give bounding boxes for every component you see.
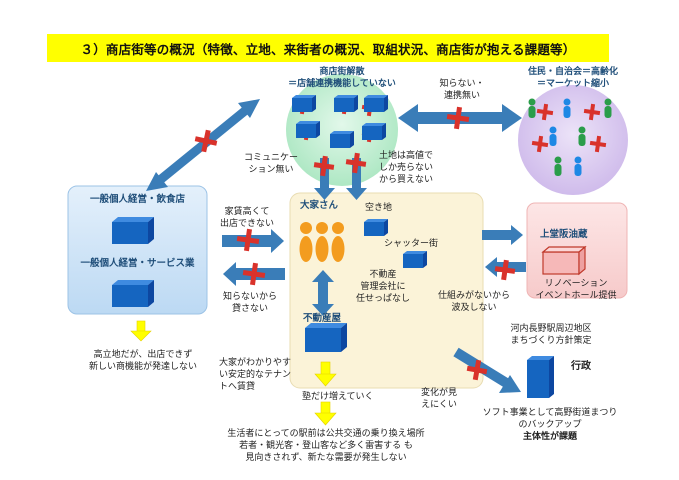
line: ＝店舗連携機能していない: [288, 79, 396, 89]
line: まちづくり方針策定: [510, 336, 592, 346]
jodo-desc: リノベーション イベントホール提供: [520, 278, 632, 302]
bottom-right-text: ソフト事業として高野街道まつり のバックアップ 主体性が課題: [466, 407, 634, 443]
akichi-label: 空き地: [365, 203, 393, 213]
bottom-left-text: 高立地だが、出店できず 新しい商機能が発達しない: [48, 349, 238, 373]
line: 若者・観光客・登山客など多く雷害する も: [239, 441, 413, 451]
shikumi-label: 仕組みがないから 波及しない: [429, 290, 519, 314]
line: 貸さない: [231, 304, 268, 314]
arrow-center-to-jodo: [482, 225, 523, 245]
line: 波及しない: [451, 303, 497, 313]
line: 新しい商機能が発達しない: [88, 362, 197, 372]
cube-icon: [305, 323, 347, 352]
arrow-oya-fudosan: [312, 270, 334, 316]
line: 見向きされず、新たな需要が発生しない: [245, 453, 407, 463]
line: い安定的なテナン: [219, 370, 292, 380]
tochi-label: 土地は高値で しか売らない から買えない: [367, 150, 445, 186]
line: 高立地だが、出店できず: [93, 350, 193, 360]
line: 任せっぱなし: [355, 294, 410, 304]
gyosei-label: 行政: [571, 361, 591, 372]
tenant-label: 大家がわかりやす い安定的なテナン トへ賃貸: [219, 357, 291, 393]
line: えにくい: [421, 400, 457, 410]
cube-icon: [364, 219, 388, 236]
oya-label: 大家さん: [300, 200, 339, 211]
line: リノベーション: [544, 279, 608, 289]
line: 河内長野駅周辺地区: [510, 324, 592, 334]
line: 不動産: [369, 270, 397, 280]
line: ション無い: [248, 165, 294, 175]
bottom-center-text: 生活者にとっての駅前は公共交通の乗り換え場所 若者・観光客・登山客など多く雷害す…: [192, 428, 460, 464]
line: 管理会社に: [360, 282, 406, 292]
line: トへ賃貸: [219, 382, 256, 392]
line: 連携無い: [443, 91, 480, 101]
cube-icon: [330, 131, 354, 148]
line: しか売らない: [378, 163, 433, 173]
kanri-label: 不動産 管理会社に 任せっぱなし: [348, 269, 418, 305]
down-arrow-center-2: [314, 401, 337, 426]
communication-label: コミュニケー ション無い: [238, 152, 304, 176]
henka-label: 変化が見 えにくい: [410, 387, 468, 411]
page-title: ３）商店街等の概況（特徴、立地、来街者の概況、取組状況、商店街が抱える課題等）: [47, 34, 609, 62]
cube-icon: [364, 95, 388, 112]
down-arrow-center: [314, 361, 337, 387]
line: ソフト事業として高野街道まつり: [482, 408, 618, 418]
shotengai-kaitai-label: 商店街解散 ＝店舗連携機能していない: [284, 66, 400, 90]
line: 主体性が課題: [522, 432, 577, 442]
down-arrow-left: [130, 320, 152, 342]
cube-icon: [527, 356, 554, 398]
line: のバックアップ: [518, 420, 582, 430]
cube-icon: [112, 217, 154, 244]
left-box-heading-2: 一般個人経営・サービス業: [80, 258, 195, 269]
people-icons: [528, 98, 612, 176]
line: 家賃高くて: [224, 207, 270, 217]
shiranai-kasanai-label: 知らないから 貸さない: [214, 291, 286, 315]
line: 知らないから: [222, 292, 277, 302]
line: コミュニケー: [243, 153, 298, 163]
left-box-heading-1: 一般個人経営・飲食店: [89, 194, 185, 205]
line: 変化が見: [420, 388, 457, 398]
line: 出店できない: [219, 219, 274, 229]
shiranai-renkei-label: 知らない・ 連携無い: [432, 78, 492, 102]
cube-icon: [334, 95, 358, 112]
cube-icon: [403, 251, 427, 268]
line: 大家がわかりやす: [219, 358, 292, 368]
arrow-jodo-to-center: [485, 257, 526, 277]
cube-icon: [362, 123, 386, 140]
cube-icons: [112, 95, 587, 398]
line: 生活者にとっての駅前は公共交通の乗り換え場所: [227, 429, 425, 439]
line: ＝マーケット縮小: [536, 79, 609, 89]
left-box: [67, 185, 208, 315]
shutter-label: シャッター街: [384, 239, 439, 249]
oya-people-icons: [299, 222, 345, 262]
cube-icon: [112, 280, 154, 307]
line: から買えない: [378, 175, 433, 185]
cube-icon: [541, 245, 587, 276]
juku-label: 塾だけ増えていく: [302, 392, 374, 402]
line: 土地は高値で: [378, 151, 433, 161]
line: 住民・自治会＝高齢化: [527, 67, 618, 77]
line: 仕組みがないから: [437, 291, 510, 301]
cube-icon: [292, 95, 316, 112]
yachin-label: 家賃高くて 出店できない: [214, 206, 280, 230]
fudosanya-label: 不動産屋: [303, 313, 342, 324]
line: 商店街解散: [319, 67, 365, 77]
jodo-label: 上堂阪油蔵: [540, 229, 588, 240]
line: 知らない・: [439, 79, 485, 89]
gyosei-plan: 河内長野駅周辺地区 まちづくり方針策定: [496, 323, 606, 347]
arrow-to-gyosei: [453, 347, 521, 393]
jumin-label: 住民・自治会＝高齢化 ＝マーケット縮小: [510, 66, 636, 90]
line: イベントホール提供: [535, 291, 617, 301]
cube-icon: [296, 121, 320, 138]
